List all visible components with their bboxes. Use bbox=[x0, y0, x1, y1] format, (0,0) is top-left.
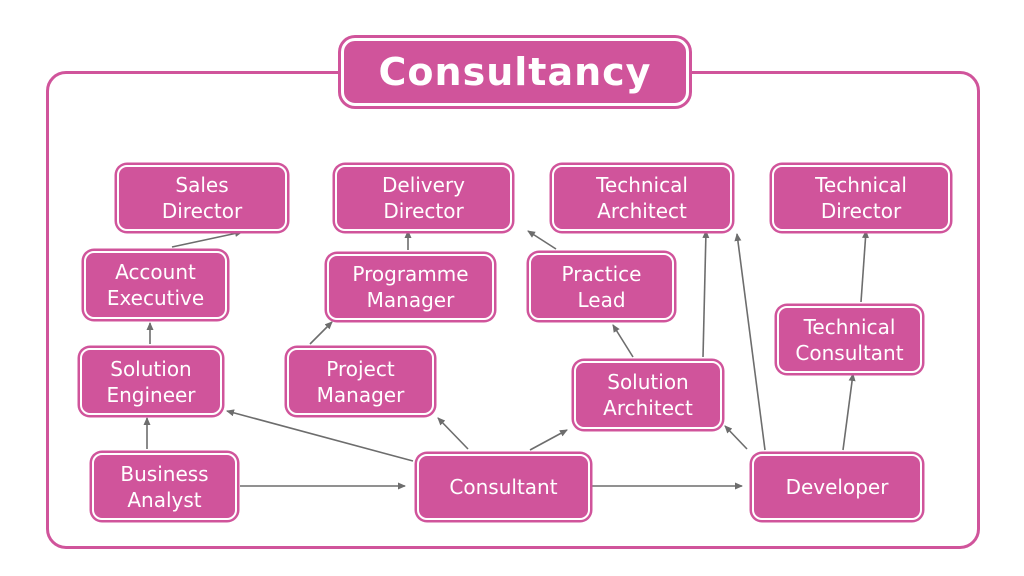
node-label: Delivery Director bbox=[381, 173, 466, 223]
node-label: Programme Manager bbox=[352, 262, 469, 312]
arrow-developer-to-technical-consultant bbox=[842, 373, 856, 451]
arrow-consultant-to-solution-engineer bbox=[226, 409, 414, 462]
node-consultant: Consultant bbox=[417, 454, 590, 520]
node-technical-architect: Technical Architect bbox=[552, 165, 732, 231]
node-label: Technical Director bbox=[815, 173, 907, 223]
node-technical-director: Technical Director bbox=[772, 165, 950, 231]
node-practice-lead: Practice Lead bbox=[529, 253, 674, 320]
node-solution-architect: Solution Architect bbox=[574, 361, 722, 429]
node-label: Project Manager bbox=[316, 356, 405, 407]
node-label: Practice Lead bbox=[561, 261, 642, 312]
node-label: Technical Consultant bbox=[795, 314, 904, 365]
diagram-title: Consultancy bbox=[341, 38, 689, 106]
node-label: Sales Director bbox=[161, 173, 243, 223]
arrow-consultant-to-solution-architect bbox=[529, 429, 568, 451]
node-label: Developer bbox=[785, 475, 889, 499]
arrow-developer-to-solution-architect bbox=[724, 425, 748, 450]
node-technical-consultant: Technical Consultant bbox=[777, 306, 922, 373]
node-label: Business Analyst bbox=[120, 461, 209, 512]
node-label: Consultant bbox=[449, 475, 558, 499]
node-label: Solution Engineer bbox=[106, 356, 196, 407]
node-solution-engineer: Solution Engineer bbox=[80, 348, 222, 415]
node-sales-director: Sales Director bbox=[117, 165, 287, 231]
diagram-title-text: Consultancy bbox=[378, 50, 652, 94]
arrow-project-manager-to-programme-manager bbox=[309, 321, 333, 345]
node-label: Technical Architect bbox=[596, 173, 688, 223]
arrow-solution-architect-to-technical-architect bbox=[702, 230, 710, 358]
node-programme-manager: Programme Manager bbox=[327, 254, 494, 320]
node-business-analyst: Business Analyst bbox=[92, 453, 237, 520]
arrow-developer-to-technical-architect bbox=[734, 233, 766, 451]
node-account-executive: Account Executive bbox=[84, 251, 227, 319]
arrow-practice-lead-to-technical-architect bbox=[527, 230, 557, 250]
node-delivery-director: Delivery Director bbox=[335, 165, 512, 231]
arrow-account-executive-to-sales-director bbox=[171, 230, 243, 248]
arrow-technical-consultant-to-technical-director bbox=[860, 230, 869, 303]
arrow-solution-architect-to-practice-lead bbox=[612, 324, 634, 358]
node-project-manager: Project Manager bbox=[287, 348, 434, 415]
node-label: Solution Architect bbox=[603, 370, 693, 420]
node-label: Account Executive bbox=[106, 260, 205, 310]
arrow-consultant-to-project-manager bbox=[437, 417, 469, 450]
node-developer: Developer bbox=[752, 454, 922, 520]
